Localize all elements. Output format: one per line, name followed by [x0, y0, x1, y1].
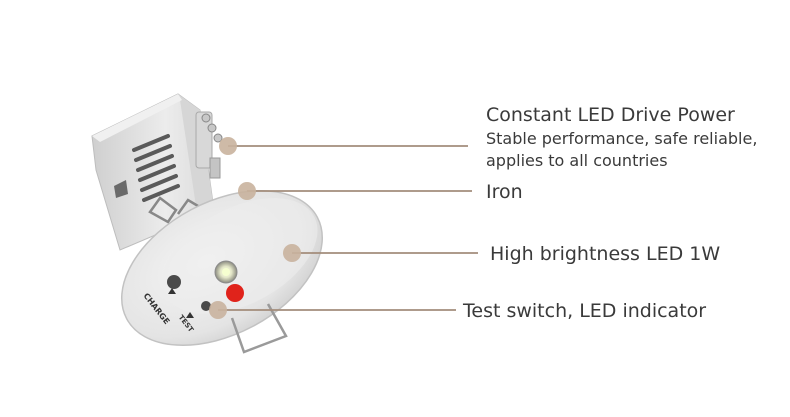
- charge-button: [167, 275, 181, 289]
- red-indicator: [226, 284, 244, 302]
- led-label: High brightness LED 1W: [490, 243, 721, 265]
- led-lens: [214, 260, 238, 284]
- switch-label: Test switch, LED indicator: [463, 300, 707, 322]
- callout-lines: [218, 145, 478, 311]
- test-switch: [201, 301, 211, 311]
- callout-dot-led: [283, 244, 301, 262]
- driver-label: Constant LED Drive Power: [486, 104, 735, 126]
- driver-desc-line-2: applies to all countries: [486, 151, 668, 170]
- spring-wire: [230, 303, 288, 354]
- callout-dot-driver: [219, 137, 237, 155]
- driver-housing: [91, 93, 223, 251]
- callout-dot-switch: [209, 301, 227, 319]
- vent-slots: [132, 134, 180, 202]
- iron-label: Iron: [486, 181, 523, 203]
- callout-dot-iron: [238, 182, 256, 200]
- driver-desc-line-1: Stable performance, safe reliable,: [486, 129, 758, 148]
